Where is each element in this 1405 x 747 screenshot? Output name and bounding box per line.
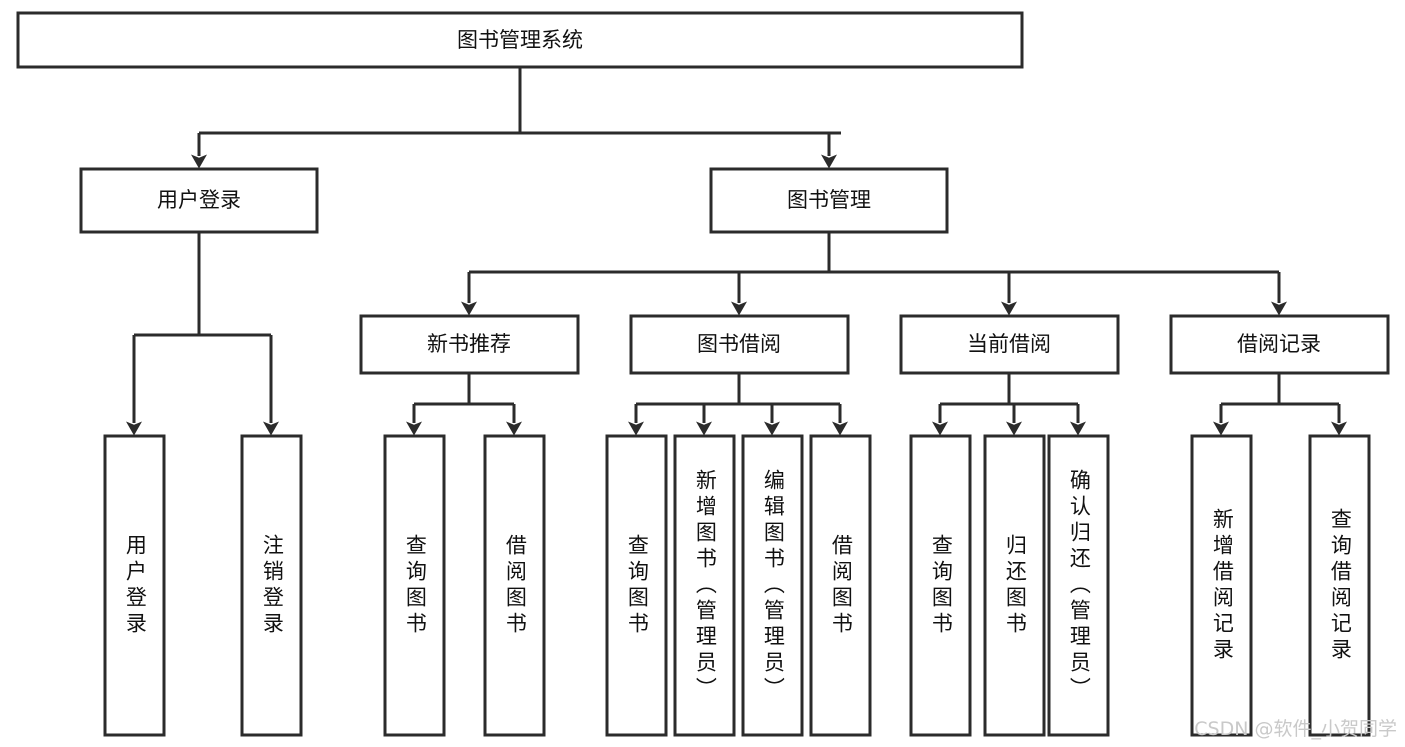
connector-book-borrow-to-leaves [628,373,848,436]
leaf-box-user-login[interactable] [103,434,166,737]
node-book-manage-label: 图书管理 [787,188,871,212]
node-user-login-label: 用户登录 [157,188,241,212]
leaf-box-borrow-book-2[interactable] [809,434,872,737]
node-new-book-recommend-label: 新书推荐 [427,332,511,356]
connector-root-to-level2 [191,67,841,169]
node-book-borrow[interactable]: 图书借阅 [629,314,850,375]
leaf-box-edit-book[interactable] [741,434,804,737]
connector-user-login-to-leaves [126,232,279,436]
leaf-box-query-book-3[interactable] [909,434,972,737]
connector-borrow-record-to-leaves [1213,373,1347,436]
leaf-box-query-book-1[interactable] [383,434,446,737]
node-current-borrow-label: 当前借阅 [967,332,1051,356]
watermark: CSDN @软件_小贺同学 [1194,718,1397,740]
node-borrow-record-label: 借阅记录 [1237,332,1321,356]
node-root[interactable]: 图书管理系统 [16,11,1024,69]
leaf-box-confirm-return[interactable] [1047,434,1110,737]
node-borrow-record[interactable]: 借阅记录 [1169,314,1390,375]
leaf-box-query-book-2[interactable] [605,434,668,737]
leaf-box-add-record[interactable] [1190,434,1253,737]
connector-book-manage-to-level3 [461,232,1287,316]
node-root-label: 图书管理系统 [457,28,583,52]
connector-current-borrow-to-leaves [932,373,1086,436]
node-current-borrow[interactable]: 当前借阅 [899,314,1120,375]
leaf-box-return-book[interactable] [983,434,1046,737]
leaf-box-query-record[interactable] [1308,434,1371,737]
node-user-login[interactable]: 用户登录 [79,167,319,234]
leaf-box-user-logout[interactable] [240,434,303,737]
leaf-box-add-book[interactable] [673,434,736,737]
leaf-box-borrow-book-1[interactable] [483,434,546,737]
node-book-borrow-label: 图书借阅 [697,332,781,356]
node-new-book-recommend[interactable]: 新书推荐 [359,314,580,375]
connector-new-book-recommend-to-leaves [406,373,522,436]
node-book-manage[interactable]: 图书管理 [709,167,949,234]
